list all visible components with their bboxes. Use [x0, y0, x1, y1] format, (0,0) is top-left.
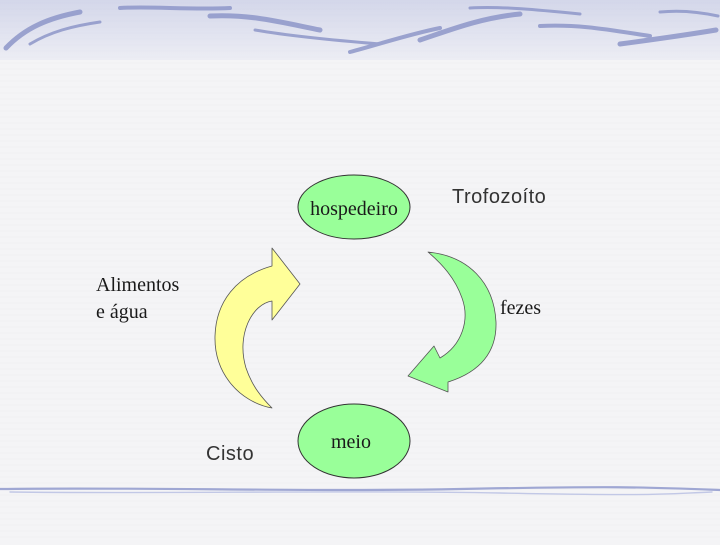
node-meio: meio [297, 403, 411, 479]
bottom-decorative-line [0, 486, 720, 496]
node-hospedeiro-label: hospedeiro [310, 198, 398, 220]
right-cycle-arrow [407, 251, 497, 393]
left-cycle-arrow [214, 247, 301, 409]
label-alimentos-line2: e água [96, 301, 148, 323]
label-fezes: fezes [500, 297, 542, 319]
label-alimentos-agua: Alimentos e água [96, 272, 179, 326]
label-alimentos-line1: Alimentos [96, 274, 180, 296]
node-hospedeiro: hospedeiro [297, 174, 411, 240]
label-cisto: Cisto [206, 443, 255, 465]
node-meio-label: meio [331, 431, 371, 453]
label-trofozoito: Trofozoíto [452, 186, 547, 208]
top-decorative-border [0, 0, 720, 60]
